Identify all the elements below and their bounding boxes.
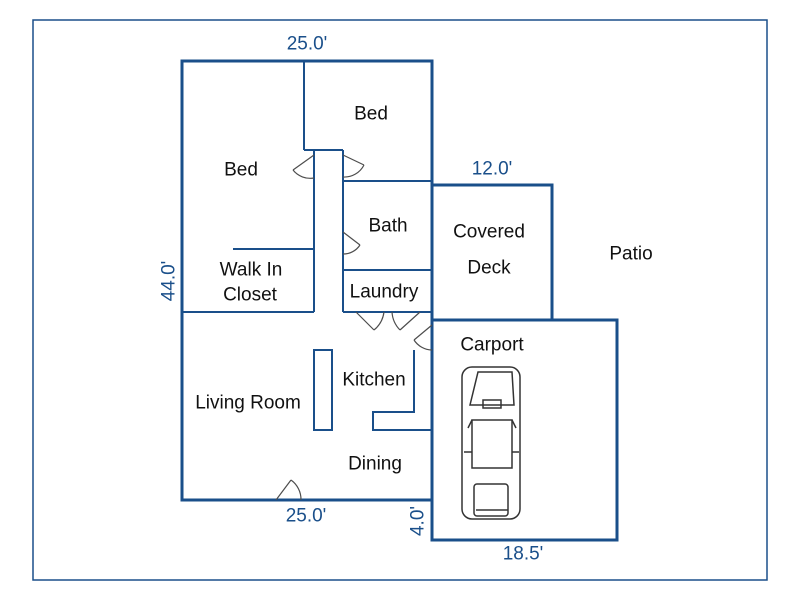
walls [180,59,619,542]
dimension-top-width: 25.0' [286,33,328,55]
dimension-left-depth: 44.0' [158,260,180,302]
room-label-living-room: Living Room [195,392,301,414]
dimension-carport-offset: 4.0' [407,505,429,537]
carport-wall [430,318,619,542]
room-label-bath: Bath [368,215,408,237]
dimension-deck-width: 12.0' [471,158,513,180]
room-label-patio: Patio [609,243,653,265]
room-label-covered-deck-2: Deck [467,257,511,279]
room-label-kitchen: Kitchen [342,369,406,391]
deck-wall [430,183,554,322]
interior-walls [182,61,432,431]
room-label-carport: Carport [460,334,524,356]
room-label-laundry: Laundry [349,281,419,303]
house-outline [180,59,434,502]
dimension-carport-width: 18.5' [502,543,544,565]
car-icon [461,366,521,520]
dimension-bottom-width: 25.0' [285,505,327,527]
page-border [32,19,768,581]
room-label-walk-in-closet-2: Closet [223,284,277,306]
room-label-bed-left: Bed [224,159,258,181]
room-label-walk-in-closet-1: Walk In [219,259,283,281]
room-label-dining: Dining [348,453,402,475]
room-label-covered-deck-1: Covered [453,221,525,243]
door-swing-icon [275,154,433,501]
room-label-bed-right: Bed [354,103,388,125]
